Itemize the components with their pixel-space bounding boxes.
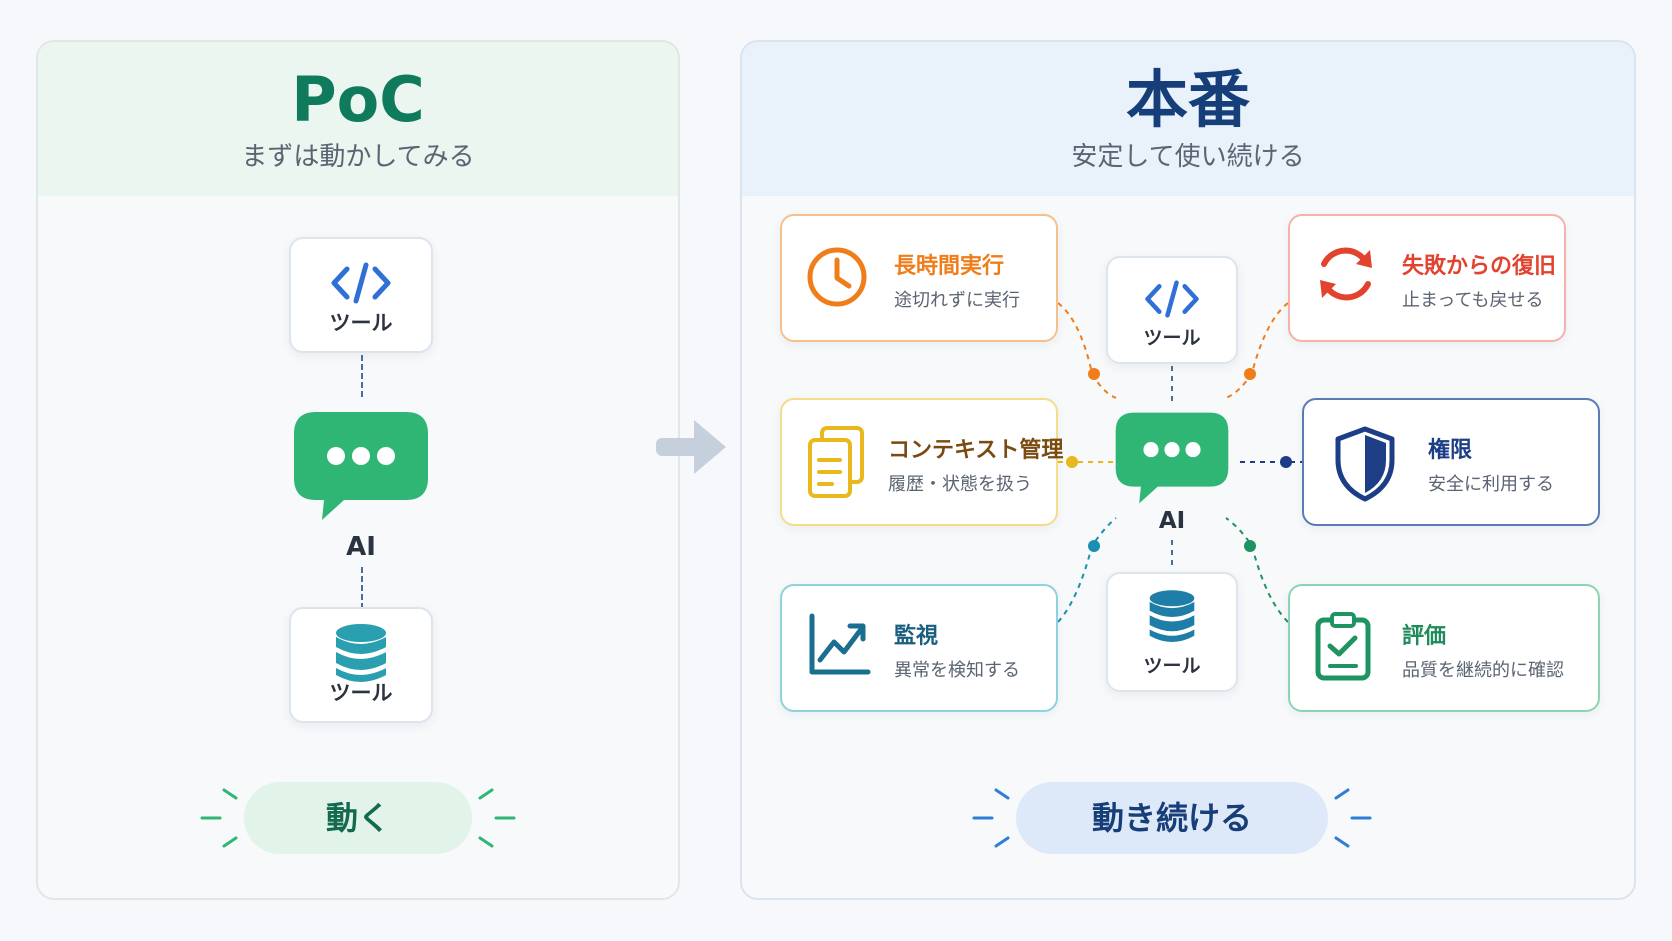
feature-permission: 権限 安全に利用する	[1302, 398, 1600, 526]
feature-subtitle: 履歴・状態を扱う	[888, 474, 1032, 495]
feature-evaluation: 評価 品質を継続的に確認	[1288, 584, 1600, 712]
poc-tool-bottom: ツール	[289, 607, 433, 723]
feature-recovery: 失敗からの復旧 止まっても戻せる	[1288, 214, 1566, 342]
feature-context: コンテキスト管理 履歴・状態を扱う	[780, 398, 1063, 526]
production-title: 本番	[1125, 63, 1250, 136]
feature-subtitle: 途切れずに実行	[894, 290, 1020, 311]
feature-monitor: 監視 異常を検知する	[780, 584, 1058, 712]
code-icon	[331, 262, 391, 304]
link-long-run	[1057, 302, 1117, 399]
poc-link-bottom	[361, 567, 363, 609]
feature-subtitle: 異常を検知する	[894, 660, 1020, 681]
poc-header: PoC まずは動かしてみる	[38, 42, 678, 196]
tool-label: ツール	[1143, 327, 1201, 349]
poc-tool-top: ツール	[289, 237, 433, 353]
code-icon	[1145, 280, 1199, 318]
clock-icon	[807, 247, 867, 307]
feature-subtitle: 品質を継続的に確認	[1402, 660, 1564, 681]
production-status-pill: 動き続ける	[1016, 782, 1328, 854]
tool-label: ツール	[329, 311, 393, 335]
ai-label: AI	[1158, 508, 1186, 534]
poc-panel: PoC まずは動かしてみる ツール AI ツール	[36, 40, 680, 900]
poc-title: PoC	[291, 63, 425, 136]
feature-subtitle: 止まっても戻せる	[1402, 290, 1544, 311]
tool-label: ツール	[1143, 655, 1201, 677]
poc-link-top	[361, 355, 363, 397]
ai-chat-icon	[294, 412, 428, 520]
poc-rays-left	[200, 788, 238, 848]
database-icon	[336, 624, 386, 682]
ai-chat-icon	[1115, 412, 1229, 504]
production-rays-right	[1334, 788, 1372, 848]
feature-title: コンテキスト管理	[888, 438, 1064, 463]
production-tool-bottom: ツール	[1106, 572, 1238, 692]
shield-icon	[1335, 426, 1395, 502]
feature-subtitle: 安全に利用する	[1428, 474, 1554, 495]
poc-status-pill: 動く	[244, 782, 472, 854]
refresh-icon	[1320, 247, 1372, 301]
production-rays-left	[972, 788, 1010, 848]
checklist-icon	[1315, 612, 1371, 681]
transition-arrow-icon	[656, 420, 726, 474]
production-header: 本番 安定して使い続ける	[742, 42, 1634, 196]
ai-label: AI	[346, 532, 376, 562]
feature-title: 監視	[894, 624, 939, 649]
poc-rays-right	[478, 788, 516, 848]
database-icon	[1149, 590, 1195, 642]
feature-title: 失敗からの復旧	[1402, 254, 1557, 279]
feature-title: 評価	[1402, 624, 1447, 649]
production-tool-top: ツール	[1106, 256, 1238, 364]
production-subtitle: 安定して使い続ける	[1071, 142, 1305, 172]
feature-title: 長時間実行	[894, 254, 1005, 279]
tool-label: ツール	[329, 681, 393, 705]
chart-line-icon	[809, 613, 871, 675]
feature-long-run: 長時間実行 途切れずに実行	[780, 214, 1058, 342]
feature-title: 権限	[1428, 438, 1473, 463]
documents-icon	[808, 426, 864, 498]
poc-subtitle: まずは動かしてみる	[241, 142, 475, 172]
